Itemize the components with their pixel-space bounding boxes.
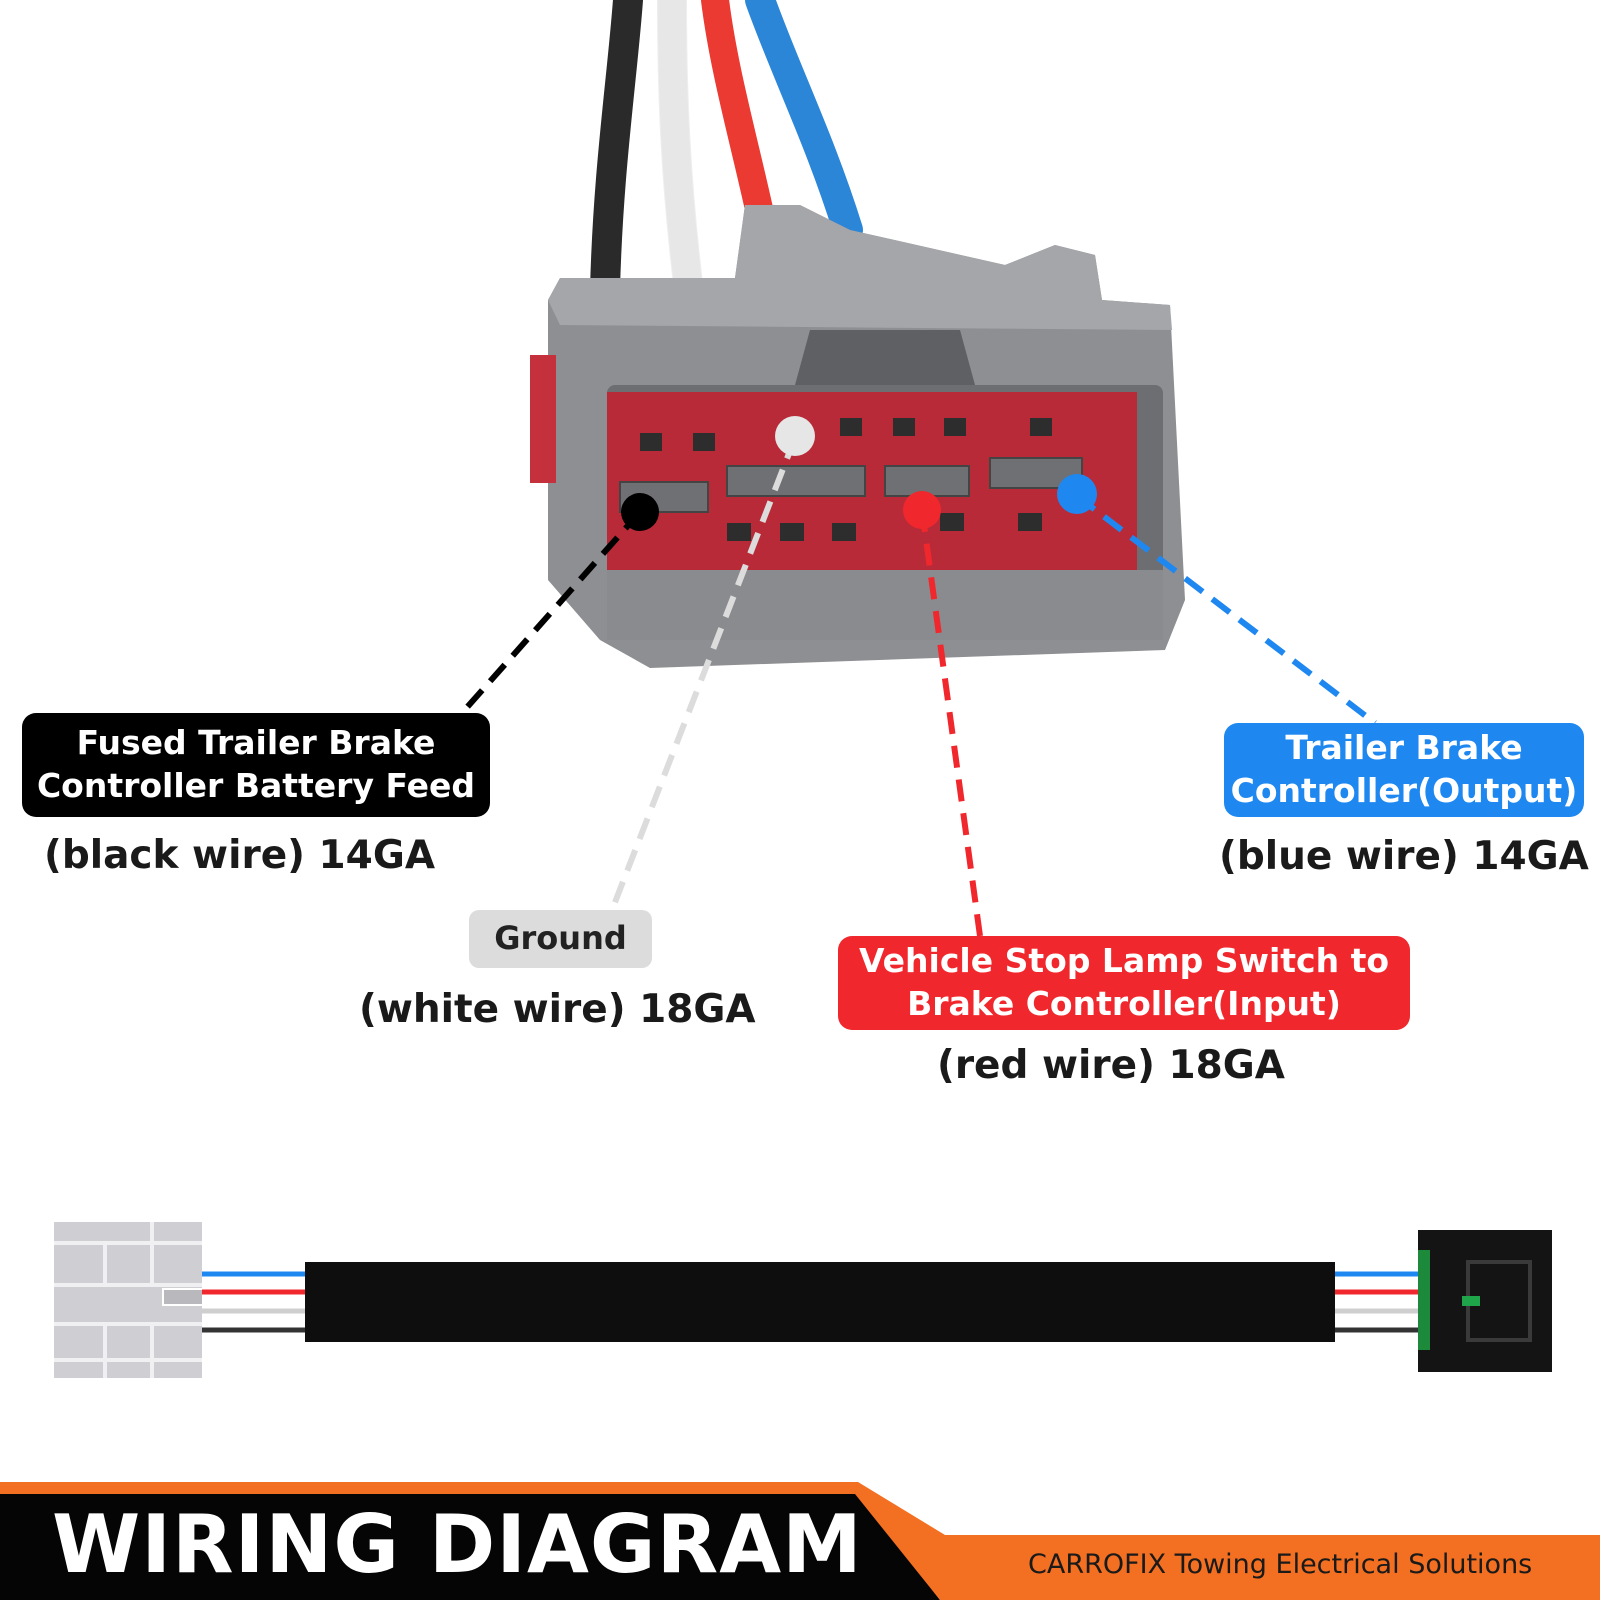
blue-wire-spec: (blue wire) 14GA <box>1219 834 1589 879</box>
white-wire-edge <box>657 0 705 315</box>
leader-lines <box>459 436 1377 937</box>
white-wire-spec: (white wire) 18GA <box>359 987 756 1032</box>
blue-leader <box>1075 493 1377 726</box>
harness-sheath <box>305 1262 1335 1342</box>
harness-schematic <box>54 1222 1552 1378</box>
red-pin-dot <box>903 491 941 529</box>
blue-wire <box>745 0 863 245</box>
harness-wires-left <box>202 1271 310 1333</box>
harness-wires-right <box>1335 1271 1418 1333</box>
terminal-slots-row1 <box>640 418 1052 451</box>
ground-label: Ground <box>469 910 652 968</box>
red-wire-label-line1: Vehicle Stop Lamp Switch to <box>858 941 1390 981</box>
black-leader <box>459 510 643 715</box>
red-wire-label-line2: Brake Controller(Input) <box>907 984 1341 1023</box>
red-leader <box>919 509 983 937</box>
terminal-slots-row2 <box>727 513 1042 541</box>
black-wire-label-line1: Fused Trailer Brake <box>76 723 436 763</box>
red-wire-spec: (red wire) 18GA <box>937 1043 1285 1088</box>
white-leader <box>609 436 798 912</box>
connector-housing <box>530 205 1185 668</box>
blue-pin-dot <box>1057 474 1097 514</box>
blue-wire-label-line1: Trailer Brake <box>1285 728 1523 768</box>
white-pin-dot <box>775 416 815 456</box>
banner-graphic <box>0 1482 1600 1600</box>
white-wire <box>658 0 704 314</box>
black-wire-spec: (black wire) 14GA <box>44 833 436 878</box>
right-plug-icon <box>1418 1230 1552 1372</box>
black-wire <box>590 0 643 305</box>
blue-wire-label-line2: Controller(Output) <box>1230 771 1578 810</box>
pin-markers <box>621 416 1097 531</box>
terminal-pins <box>619 457 1083 513</box>
banner-title: WIRING DIAGRAM <box>52 1498 863 1591</box>
connector-side-tab <box>530 355 556 483</box>
black-wire-label-line2: Controller Battery Feed <box>36 766 476 805</box>
banner-subtitle: CARROFIX Towing Electrical Solutions <box>1028 1549 1533 1580</box>
black-pin-dot <box>621 493 659 531</box>
left-plug-icon <box>54 1222 204 1378</box>
